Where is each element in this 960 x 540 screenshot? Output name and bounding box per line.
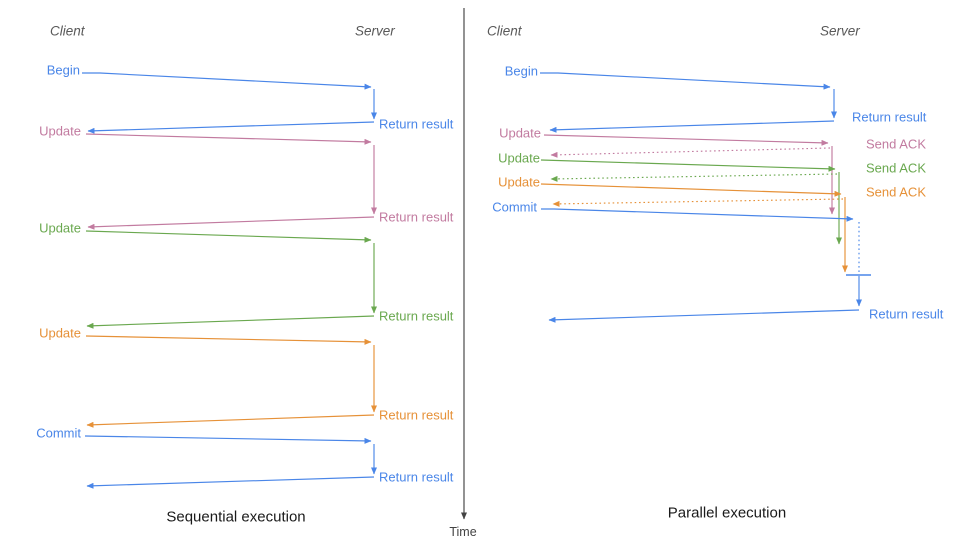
seq-update2-label: Update [39, 220, 81, 236]
par-commit-request [541, 208, 854, 222]
seq-commit-label: Commit [36, 425, 81, 441]
par-begin-request [540, 72, 831, 90]
par-send-ack-3: Send ACK [866, 184, 926, 200]
seq-update3-label: Update [39, 325, 81, 341]
time-axis-label: Time [449, 524, 477, 539]
seq-commit-request [84, 435, 372, 444]
seq-update3-request [85, 335, 372, 345]
seq-update1-request [85, 133, 372, 145]
seq-begin-request [82, 72, 372, 90]
par-return-result-begin: Return result [852, 109, 927, 125]
seq-update3-response [86, 414, 375, 428]
par-update2-label: Update [498, 150, 540, 166]
seq-commit-response [86, 476, 375, 489]
par-send-ack-1: Send ACK [866, 136, 926, 152]
par-final-response [548, 309, 860, 323]
parallel-title: Parallel execution [667, 504, 787, 522]
par-update2-ack [550, 173, 838, 182]
seq-return-result-4: Return result [379, 407, 454, 423]
client-header-parallel: Client [487, 23, 522, 39]
seq-return-result-5: Return result [379, 469, 454, 485]
server-header-sequential: Server [355, 23, 395, 39]
par-update1-request [543, 134, 829, 146]
seq-begin-label: Begin [46, 62, 80, 78]
client-header-sequential: Client [50, 23, 85, 39]
par-begin-response [549, 120, 835, 133]
par-update1-label: Update [499, 125, 541, 141]
seq-update2-response [86, 315, 375, 329]
seq-update1-label: Update [39, 123, 81, 139]
seq-begin-response [87, 121, 375, 134]
par-update3-request [540, 183, 842, 197]
seq-return-result-1: Return result [379, 116, 454, 132]
seq-update1-response [87, 216, 375, 230]
par-commit-label: Commit [492, 199, 537, 215]
sequential-title: Sequential execution [166, 508, 306, 526]
seq-update2-request [85, 230, 372, 243]
par-update3-label: Update [498, 174, 540, 190]
par-return-result-final: Return result [869, 306, 944, 322]
seq-return-result-3: Return result [379, 308, 454, 324]
par-begin-label: Begin [504, 63, 538, 79]
par-update3-ack [552, 198, 844, 207]
par-update1-ack [550, 147, 831, 158]
par-update2-request [540, 159, 836, 172]
seq-return-result-2: Return result [379, 209, 454, 225]
par-send-ack-2: Send ACK [866, 160, 926, 176]
server-header-parallel: Server [820, 23, 860, 39]
